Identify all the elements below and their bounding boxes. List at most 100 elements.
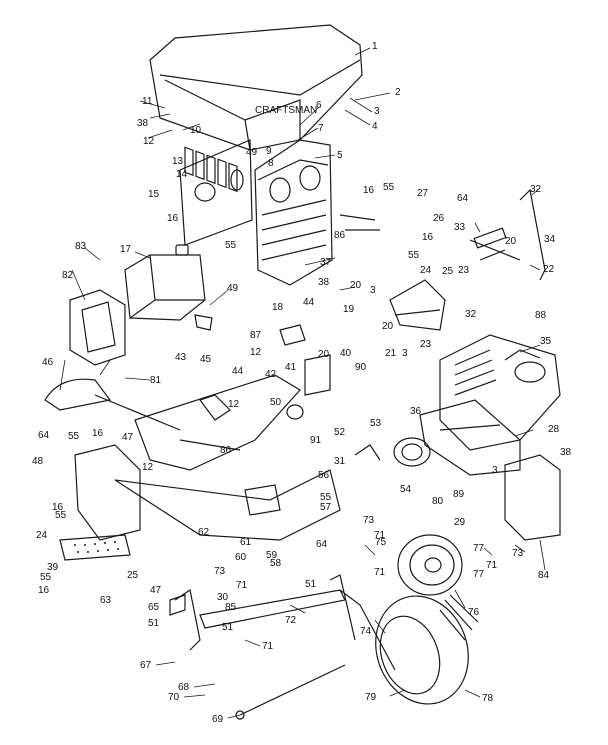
label-60: 60 bbox=[235, 552, 247, 563]
battery-box-part bbox=[69, 289, 126, 366]
label-80: 80 bbox=[432, 496, 444, 507]
grille-part bbox=[254, 139, 333, 286]
chassis-frame-part bbox=[114, 374, 341, 541]
label-50: 50 bbox=[270, 397, 282, 408]
label-67: 67 bbox=[140, 660, 152, 671]
engine-part bbox=[439, 334, 561, 451]
label-34: 34 bbox=[544, 234, 556, 245]
label-59: 59 bbox=[266, 550, 278, 561]
label-6: 6 bbox=[316, 100, 322, 111]
label-30: 30 bbox=[217, 592, 229, 603]
label-88: 88 bbox=[535, 310, 547, 321]
pulley-part bbox=[393, 437, 431, 467]
label-70: 70 bbox=[168, 692, 180, 703]
label-77: 77 bbox=[473, 543, 485, 554]
label-77: 77 bbox=[473, 569, 485, 580]
label-76: 76 bbox=[468, 607, 480, 618]
label-28: 28 bbox=[548, 424, 560, 435]
label-64: 64 bbox=[316, 539, 328, 550]
label-73: 73 bbox=[214, 566, 226, 577]
label-51: 51 bbox=[305, 579, 317, 590]
label-56: 56 bbox=[318, 470, 330, 481]
label-12: 12 bbox=[250, 347, 262, 358]
label-44: 44 bbox=[303, 297, 315, 308]
label-31: 31 bbox=[334, 456, 346, 467]
label-37: 37 bbox=[320, 257, 332, 268]
label-4: 4 bbox=[372, 121, 378, 132]
label-22: 22 bbox=[543, 264, 555, 275]
label-51: 51 bbox=[222, 622, 234, 633]
label-16: 16 bbox=[52, 502, 64, 513]
label-36: 36 bbox=[410, 406, 422, 417]
label-55: 55 bbox=[320, 492, 332, 503]
label-32: 32 bbox=[465, 309, 477, 320]
label-71: 71 bbox=[374, 530, 386, 541]
label-20: 20 bbox=[382, 321, 394, 332]
label-55: 55 bbox=[68, 431, 80, 442]
transaxle-part bbox=[419, 399, 521, 476]
label-25: 25 bbox=[127, 570, 139, 581]
label-75: 75 bbox=[375, 537, 387, 548]
label-20: 20 bbox=[350, 280, 362, 291]
label-33: 33 bbox=[454, 222, 466, 233]
label-91: 91 bbox=[310, 435, 322, 446]
label-8: 8 bbox=[268, 158, 274, 169]
label-73: 73 bbox=[363, 515, 375, 526]
label-44: 44 bbox=[232, 366, 244, 377]
tire-part bbox=[375, 594, 479, 705]
label-51: 51 bbox=[148, 618, 160, 629]
label-26: 26 bbox=[433, 213, 445, 224]
front-axle-part bbox=[199, 589, 396, 671]
label-15: 15 bbox=[148, 189, 160, 200]
label-74: 74 bbox=[360, 626, 372, 637]
label-3: 3 bbox=[370, 285, 376, 296]
label-71: 71 bbox=[262, 641, 274, 652]
part-labels: 1 2 3 4 5 6 7 8 9 10 11 12 13 14 15 16 1… bbox=[32, 41, 572, 725]
label-16: 16 bbox=[363, 185, 375, 196]
label-23: 23 bbox=[420, 339, 432, 350]
label-63: 63 bbox=[100, 595, 112, 606]
label-57: 57 bbox=[320, 502, 332, 513]
seat-part bbox=[44, 378, 181, 431]
label-82: 82 bbox=[62, 270, 74, 281]
label-55: 55 bbox=[225, 240, 237, 251]
label-40: 40 bbox=[340, 348, 352, 359]
label-27: 27 bbox=[417, 188, 429, 199]
label-47: 47 bbox=[150, 585, 162, 596]
label-90: 90 bbox=[355, 362, 367, 373]
footrest-part bbox=[59, 534, 131, 561]
label-38: 38 bbox=[318, 277, 330, 288]
label-64: 64 bbox=[457, 193, 469, 204]
label-24: 24 bbox=[36, 530, 48, 541]
label-16: 16 bbox=[167, 213, 179, 224]
label-71: 71 bbox=[236, 580, 248, 591]
label-19: 19 bbox=[343, 304, 355, 315]
label-86: 86 bbox=[220, 445, 232, 456]
right-footrest-part bbox=[389, 279, 446, 331]
label-83: 83 bbox=[75, 241, 87, 252]
label-55: 55 bbox=[40, 572, 52, 583]
label-72: 72 bbox=[285, 615, 297, 626]
label-25: 25 bbox=[442, 266, 454, 277]
label-20: 20 bbox=[505, 236, 517, 247]
label-42: 42 bbox=[265, 369, 277, 380]
fender-part bbox=[74, 444, 141, 541]
label-11: 11 bbox=[142, 96, 153, 107]
steering-part bbox=[469, 188, 546, 281]
label-7: 7 bbox=[318, 123, 324, 134]
label-78: 78 bbox=[482, 693, 494, 704]
leader-lines bbox=[59, 47, 546, 719]
label-65: 65 bbox=[148, 602, 160, 613]
label-48: 48 bbox=[32, 456, 44, 467]
label-62: 62 bbox=[198, 527, 210, 538]
label-16: 16 bbox=[92, 428, 104, 439]
label-71: 71 bbox=[486, 560, 498, 571]
label-39: 39 bbox=[47, 562, 59, 573]
label-12: 12 bbox=[143, 136, 155, 147]
label-20: 20 bbox=[318, 349, 330, 360]
label-71: 71 bbox=[374, 567, 386, 578]
label-21: 21 bbox=[385, 348, 397, 359]
label-32: 32 bbox=[530, 184, 542, 195]
